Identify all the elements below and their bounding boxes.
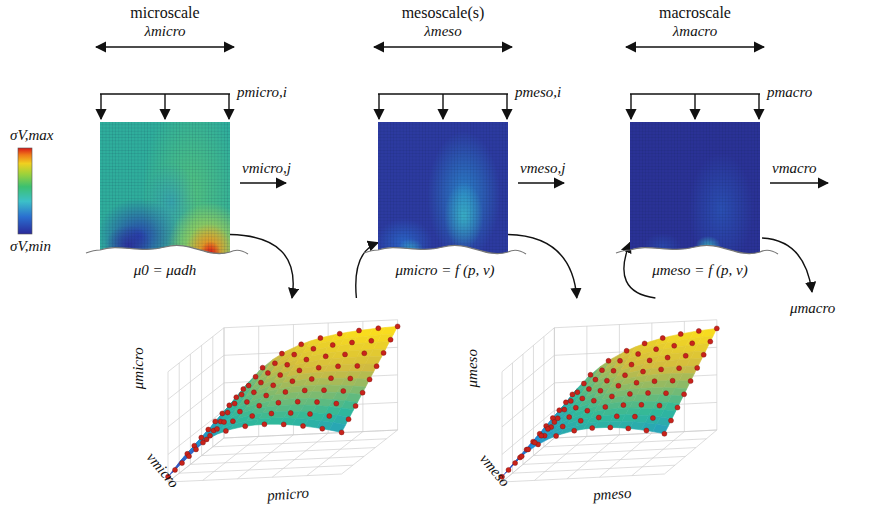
fe-mesh-drawing <box>630 122 760 256</box>
math-label: vmicro,j <box>242 160 291 177</box>
math-label: λmacro <box>673 23 717 40</box>
friction-surface-plot: μmicrovmicropmicro <box>138 298 418 510</box>
flow-arrow <box>356 243 378 298</box>
math-label: vmacro <box>772 160 816 177</box>
math-label: pmicro,i <box>237 84 287 101</box>
math-label: λmicro <box>145 23 186 40</box>
fe-mesh-drawing <box>378 122 508 256</box>
math-label: pmacro <box>767 84 812 101</box>
math-label: λmeso <box>424 23 461 40</box>
math-label: μ0 = μadh <box>134 262 197 279</box>
math-label: σV,min <box>10 238 51 255</box>
math-label: μmeso = f (p, v) <box>652 262 748 279</box>
macroscale-mesh: macroscale <box>630 122 760 256</box>
math-label: pmeso,i <box>515 84 561 101</box>
math-label: vmeso,j <box>520 160 565 177</box>
flow-arrow <box>508 235 577 298</box>
axis-label: μmicro <box>130 347 147 389</box>
math-label: μmacro <box>790 300 835 317</box>
axis-label: pmeso <box>592 484 631 503</box>
flow-arrow <box>230 235 293 298</box>
axis-label: μmeso <box>464 349 481 387</box>
scale-heading: microscale <box>130 4 199 22</box>
math-label: σV,max <box>10 127 53 144</box>
microscale-mesh: microscale <box>100 122 230 256</box>
pressure-load <box>100 94 760 119</box>
axis-label: pmicro <box>266 484 309 503</box>
scale-heading: macroscale <box>659 4 731 22</box>
math-label: μmicro = f (p, v) <box>395 262 494 279</box>
wavelength-arrows <box>96 46 764 47</box>
colorbar <box>18 148 32 234</box>
output-arrow <box>762 238 812 292</box>
fe-mesh-drawing <box>100 122 230 256</box>
scale-heading: mesoscale(s) <box>402 4 485 22</box>
mesoscale-mesh: mesoscale(s) <box>378 122 508 256</box>
friction-surface-plot: μmesovmesopmeso <box>472 298 734 510</box>
flow-arrow <box>624 243 656 298</box>
